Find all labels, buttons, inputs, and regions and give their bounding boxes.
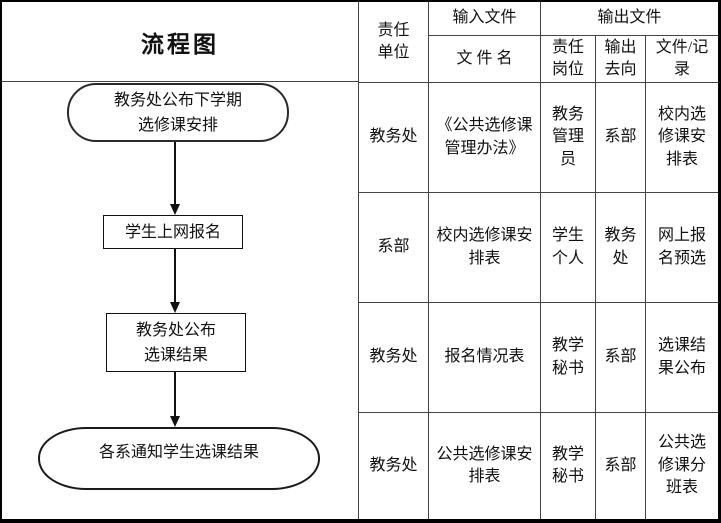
- row-2-unit: 系部: [358, 192, 428, 302]
- row-1-record: 校内选 修课安 排表: [645, 82, 718, 192]
- header-file-record: 文件/记 录: [645, 35, 718, 82]
- row-3-destination: 系部: [595, 302, 645, 412]
- flow-step-announce-schedule: 教务处公布下学期 选修课安排: [67, 83, 289, 142]
- row-1-input-file: 《公共选修课 管理办法》: [428, 82, 540, 192]
- row-4-unit: 教务处: [358, 412, 428, 519]
- flow-arrow-3: [169, 372, 180, 427]
- row-4-record: 公共选 修课分 班表: [645, 412, 718, 519]
- header-output-files: 输出文件: [540, 2, 718, 35]
- row-3-record: 选课结 果公布: [645, 302, 718, 412]
- flow-step-notify-students: 各系通知学生选课结果: [38, 427, 320, 490]
- header-responsible-unit: 责任 单位: [358, 2, 428, 82]
- row-3-unit: 教务处: [358, 302, 428, 412]
- flowchart-canvas: 教务处公布下学期 选修课安排 学生上网报名 教务处公布 选课结果 各系通知学生选…: [2, 82, 358, 519]
- flow-step-publish-results: 教务处公布 选课结果: [106, 313, 246, 372]
- flowchart-panel: 流程图 教务处公布下学期 选修课安排 学生上网报名 教务处公布 选课结果 各系通…: [2, 2, 358, 519]
- row-1-destination: 系部: [595, 82, 645, 192]
- row-3-post: 教学 秘书: [540, 302, 595, 412]
- flow-arrow-1: [169, 142, 180, 215]
- row-1-post: 教务 管理 员: [540, 82, 595, 192]
- header-responsible-post: 责任 岗位: [540, 35, 595, 82]
- row-2-input-file: 校内选修课安 排表: [428, 192, 540, 302]
- header-output-destination: 输出 去向: [595, 35, 645, 82]
- header-input-files: 输入文件: [428, 2, 540, 35]
- row-2-record: 网上报 名预选: [645, 192, 718, 302]
- flowchart-title: 流程图: [2, 2, 358, 82]
- flow-step-student-register: 学生上网报名: [103, 215, 243, 249]
- header-file-name: 文 件 名: [428, 35, 540, 82]
- row-2-post: 学生 个人: [540, 192, 595, 302]
- row-1-unit: 教务处: [358, 82, 428, 192]
- process-table: 责任 单位 输入文件 输出文件 文 件 名 责任 岗位 输出 去向 文件/记 录…: [358, 2, 718, 519]
- flow-arrow-2: [169, 249, 180, 313]
- row-4-input-file: 公共选修课安 排表: [428, 412, 540, 519]
- row-3-input-file: 报名情况表: [428, 302, 540, 412]
- row-4-destination: 系部: [595, 412, 645, 519]
- row-2-destination: 教务 处: [595, 192, 645, 302]
- row-4-post: 教学 秘书: [540, 412, 595, 519]
